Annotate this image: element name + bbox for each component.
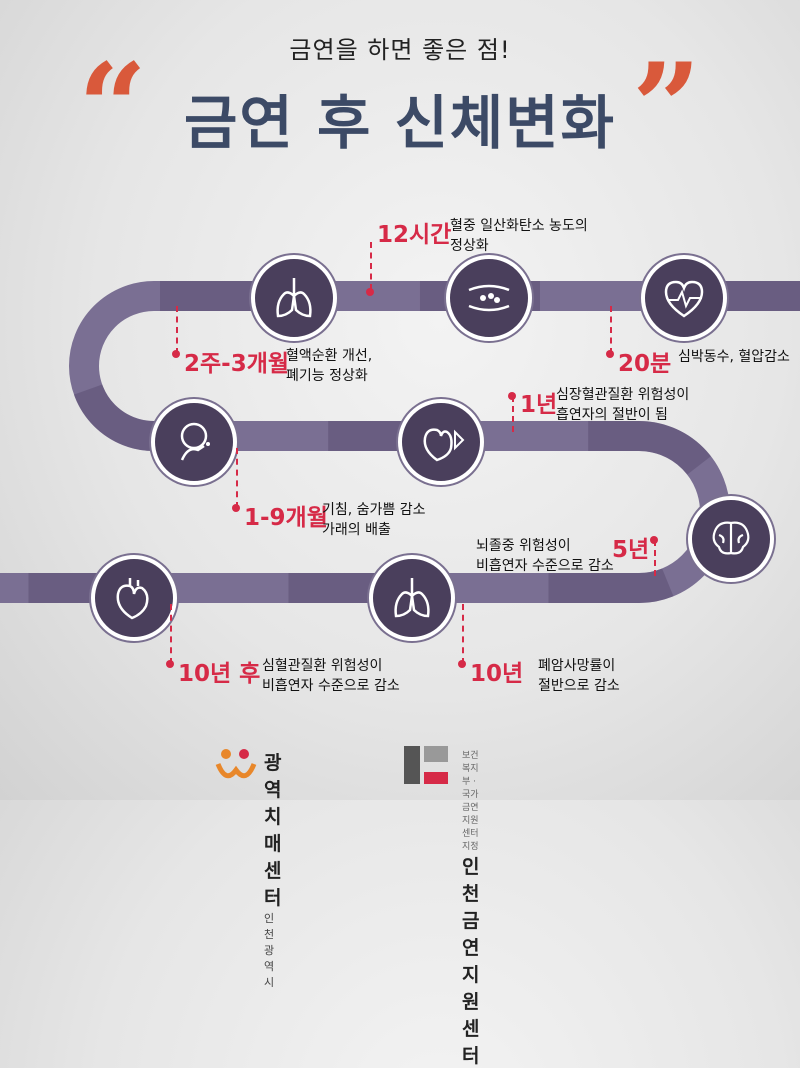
close-quote-mark: ”	[632, 37, 702, 178]
heart-organ-icon	[91, 555, 177, 641]
heart-icon	[398, 399, 484, 485]
milestone-desc: 뇌졸중 위험성이 비흡연자 수준으로 감소	[476, 538, 614, 574]
milestone-desc: 혈중 일산화탄소 농도의 정상화	[450, 218, 588, 254]
open-quote-mark: “	[78, 37, 148, 178]
dementia-center-mark-icon	[215, 749, 257, 779]
heart-pulse-icon	[641, 255, 727, 341]
milestone-desc: 심혈관질환 위험성이 비흡연자 수준으로 감소	[262, 658, 400, 694]
milestone-desc: 기침, 숨가쁨 감소 가래의 배출	[322, 502, 426, 538]
milestone-desc: 혈액순환 개선, 폐기능 정상화	[286, 348, 373, 384]
milestone-desc: 폐암사망률이 절반으로 감소	[538, 658, 620, 694]
coughing-person-icon	[151, 399, 237, 485]
brain-icon	[688, 496, 774, 582]
logo1-sub: 인천광역시	[264, 912, 275, 989]
milestone-time: 5년	[612, 537, 650, 563]
lungs-organ-icon	[369, 555, 455, 641]
page-subtitle: 금연을 하면 좋은 점!	[289, 36, 511, 64]
page-title: 금연 후 신체변화	[184, 89, 616, 157]
lungs-icon	[251, 255, 337, 341]
milestone-desc: 심장혈관질환 위험성이 흡연자의 절반이 됨	[556, 387, 690, 423]
milestone-time: 12시간	[377, 222, 452, 248]
milestone-desc: 심박동수, 혈압감소	[678, 349, 790, 365]
logo2-small-text: 보건복지부 · 국가금연지원센터 지정	[462, 751, 479, 852]
milestone-time: 10년	[470, 661, 524, 687]
cessation-center-mark-icon	[404, 746, 448, 784]
milestone-time: 1-9개월	[244, 505, 328, 531]
milestone-time: 10년 후	[178, 661, 261, 687]
blood-vessel-icon	[446, 255, 532, 341]
milestone-time: 1년	[520, 392, 558, 418]
logo2-name: 인천금연지원센터	[462, 856, 480, 1067]
logo1-name: 광역치매센터	[264, 752, 282, 909]
milestone-time: 2주-3개월	[184, 351, 290, 377]
milestone-time: 20분	[618, 351, 672, 377]
